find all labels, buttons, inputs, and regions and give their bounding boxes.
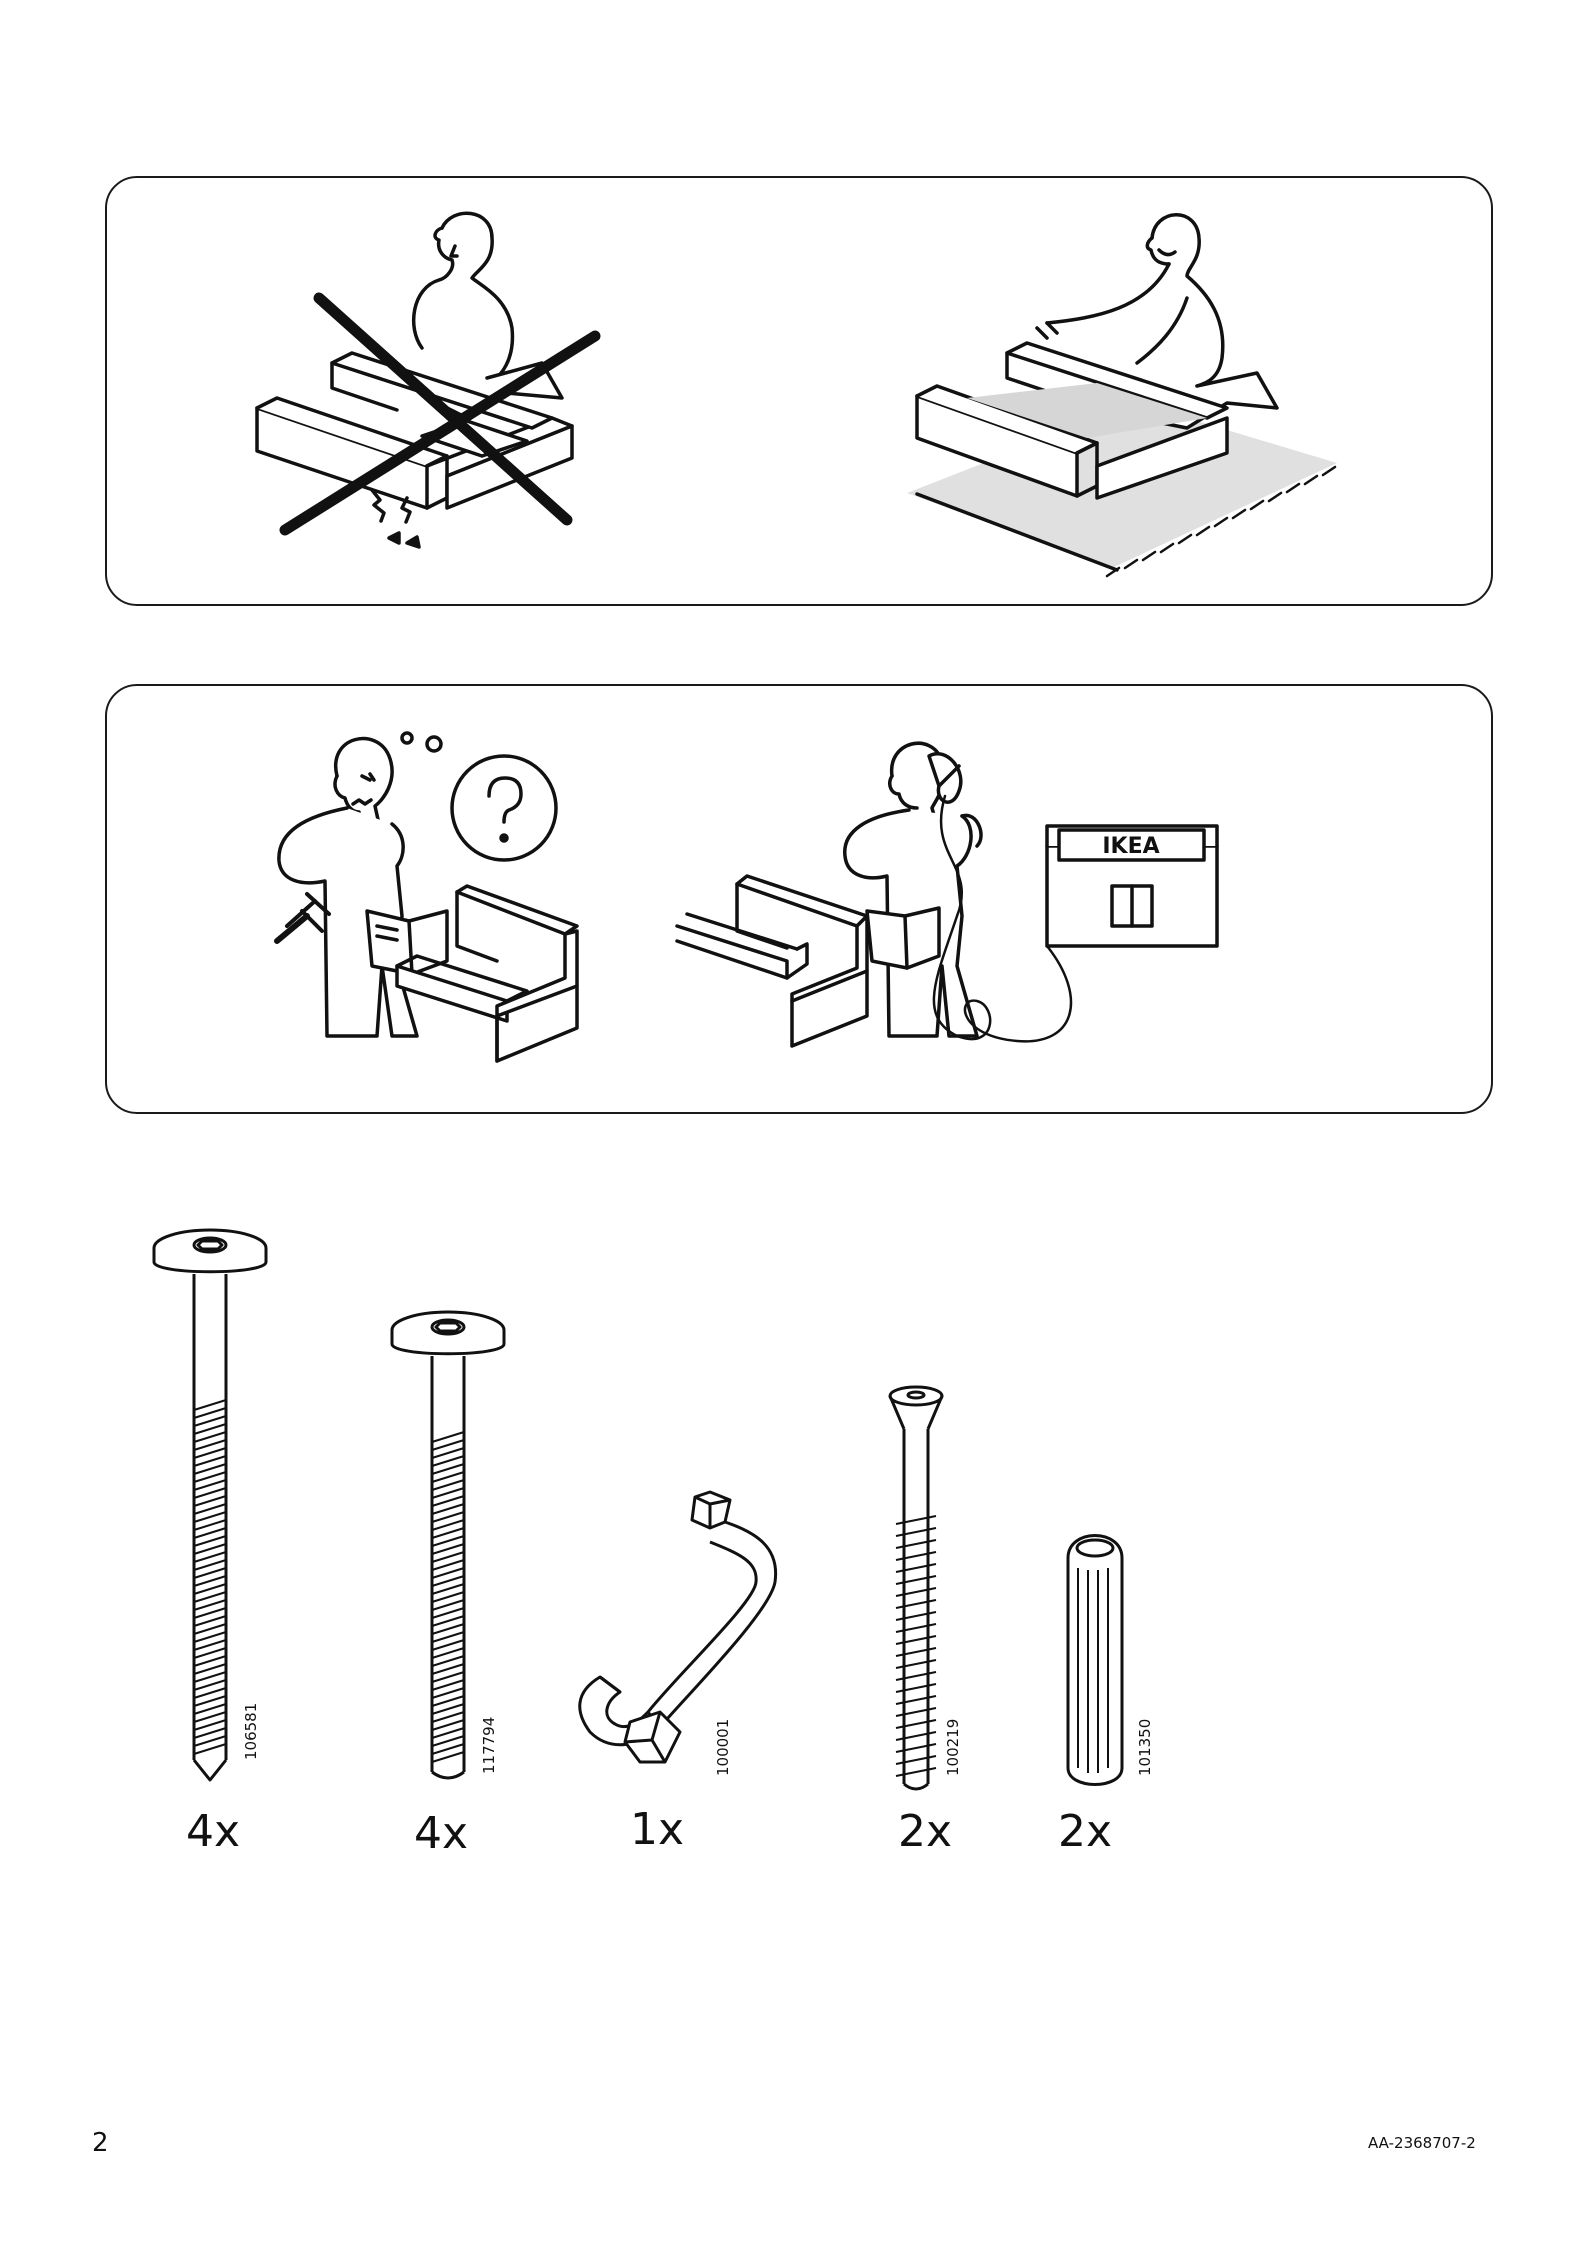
- panel-floor-protection: [105, 176, 1493, 606]
- person-phoning-store-icon: IKEA: [677, 716, 1397, 1086]
- allen-key-icon: [570, 1492, 800, 1792]
- quantity-label: 4x: [186, 1806, 240, 1857]
- panel-help: IKEA: [105, 684, 1493, 1114]
- question-bubble-icon: [452, 756, 556, 860]
- confused-person-with-instructions-icon: [207, 716, 747, 1086]
- store-sign-text: IKEA: [1102, 834, 1159, 859]
- article-number: 100001: [714, 1719, 732, 1776]
- quantity-label: 4x: [414, 1808, 468, 1859]
- quantity-label: 2x: [1058, 1806, 1112, 1857]
- article-number: 100219: [944, 1719, 962, 1776]
- article-number: 117794: [480, 1717, 498, 1774]
- page-number: 2: [92, 2128, 109, 2158]
- long-pointed-bolt-icon: [150, 1220, 270, 1780]
- assembling-on-soft-rug-icon: [907, 198, 1367, 578]
- quantity-label: 2x: [898, 1806, 952, 1857]
- assembling-on-hard-floor-damaged-crossed-out-icon: [207, 208, 727, 578]
- wooden-dowel-icon: [1060, 1528, 1130, 1788]
- document-id: AA-2368707-2: [1368, 2134, 1476, 2152]
- long-bolt-icon: [388, 1302, 508, 1782]
- quantity-label: 1x: [630, 1804, 684, 1855]
- article-number: 101350: [1136, 1719, 1154, 1776]
- article-number: 106581: [242, 1703, 260, 1760]
- wood-screw-icon: [886, 1384, 946, 1784]
